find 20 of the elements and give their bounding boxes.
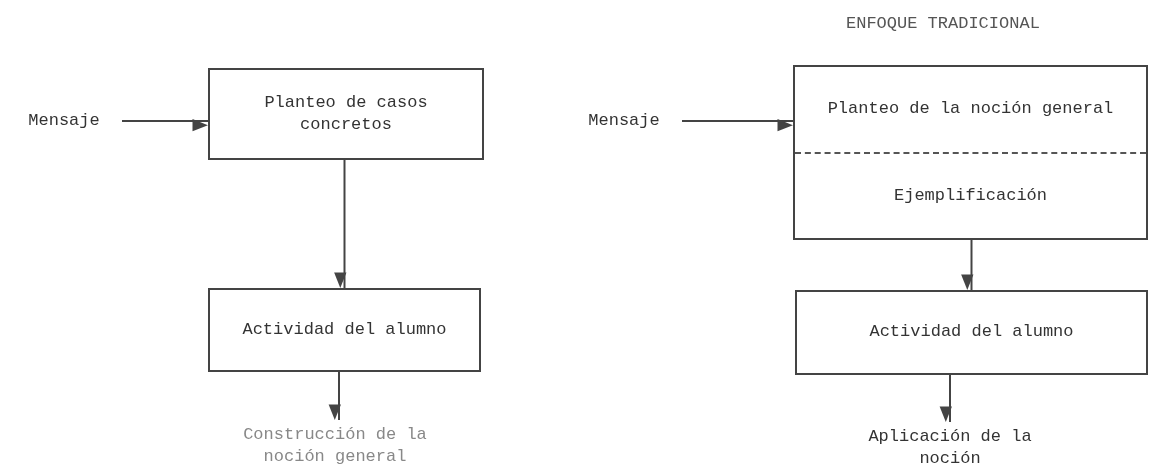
flow-text: Aplicación de la noción [830,422,1070,474]
process-box [208,288,481,372]
box-subtext: Ejemplificación [893,184,1048,207]
flow-text: Mensaje [568,106,680,136]
arrow [121,119,209,132]
process-box [793,65,1148,240]
diagram-title: ENFOQUE TRADICIONAL [846,14,1040,33]
box-text: Planteo de la noción general [826,98,1115,121]
arrow [328,371,341,421]
process-box [208,68,484,160]
arrow [334,159,347,289]
arrow [939,374,952,423]
process-box [795,290,1148,375]
box-text: Actividad del alumno [868,321,1075,344]
box-text: Planteo de casos concretos [263,91,429,136]
flow-text: Mensaje [8,106,120,136]
flow-text: Construcción de la noción general [200,420,470,472]
box-text: Actividad del alumno [241,318,448,341]
arrow [681,119,794,132]
arrow [961,239,974,291]
